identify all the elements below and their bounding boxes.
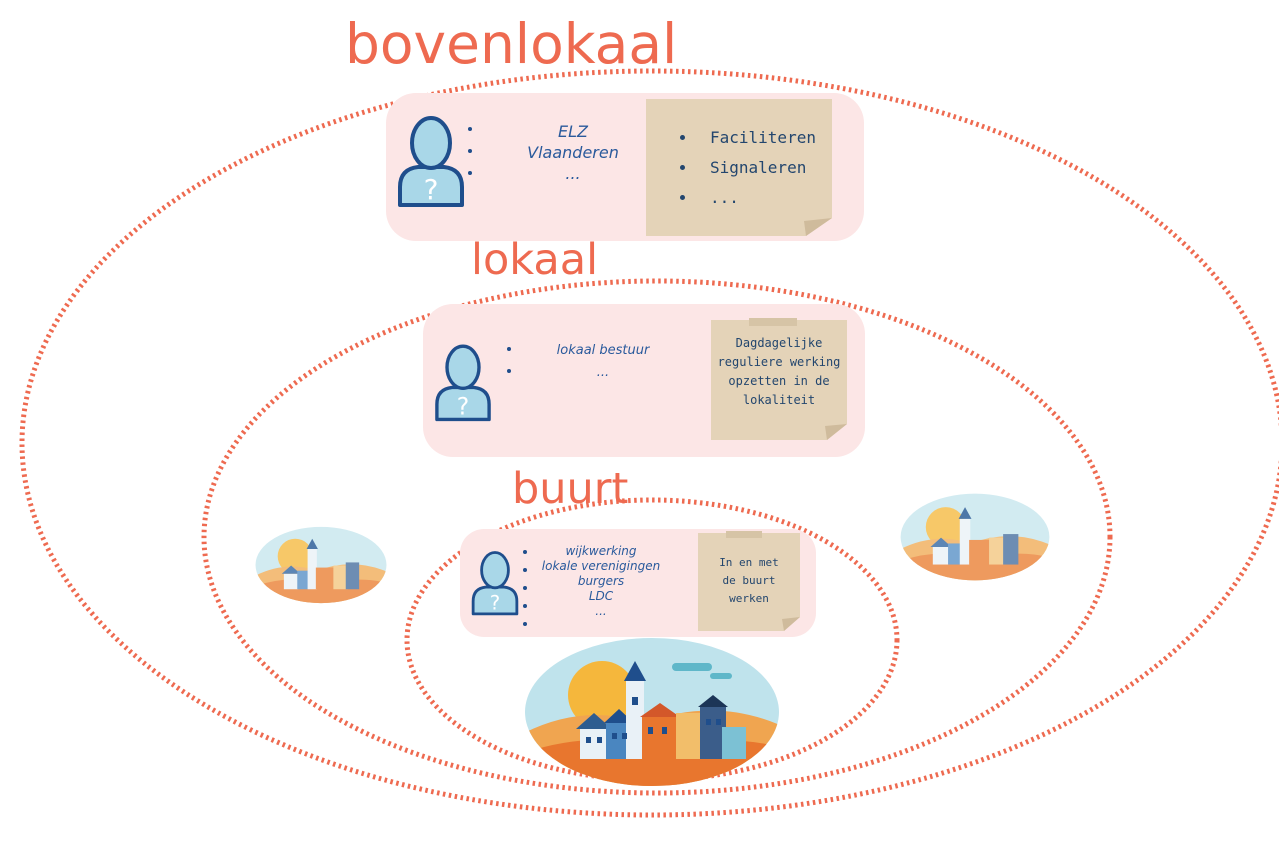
ellipse-lokaal [201, 278, 1113, 796]
panel-lokaal: ? lokaal bestuur ... Dagdagelijke reguli… [423, 304, 865, 457]
actor-item: ... [596, 365, 610, 380]
person-question-icon: ? [471, 551, 519, 616]
actor-item: lokaal bestuur [556, 343, 650, 358]
actor-item: burgers [577, 574, 625, 588]
actor-list: ELZ Vlaanderen ... [498, 121, 648, 184]
task-item: Signaleren [678, 153, 816, 183]
task-line: lokaliteit [742, 393, 816, 407]
village-illustration-left [255, 526, 387, 604]
svg-text:?: ? [424, 173, 439, 206]
level-title-bovenlokaal: bovenlokaal [345, 12, 678, 76]
panel-bovenlokaal: ? ELZ Vlaanderen ... Faciliteren Signale… [386, 93, 864, 241]
actor-item: ... [595, 604, 607, 618]
task-note-text: Dagdagelijke reguliere werking opzetten … [715, 334, 843, 410]
sticky-note [698, 531, 800, 631]
actor-bullets [468, 118, 478, 184]
task-item: ... [678, 183, 816, 213]
actor-item: LDC [588, 589, 614, 603]
task-list: Faciliteren Signaleren ... [678, 123, 816, 213]
actor-bullets [507, 338, 517, 382]
actor-item: wijkwerking [565, 544, 637, 558]
task-line: werken [729, 592, 769, 605]
svg-text:?: ? [457, 392, 470, 420]
actor-item: lokale verenigingen [541, 559, 661, 573]
actor-list: wijkwerking lokale verenigingen burgers … [530, 544, 672, 619]
village-illustration-right [900, 493, 1050, 581]
task-item: Faciliteren [678, 123, 816, 153]
svg-text:?: ? [490, 592, 500, 615]
sticky-note [646, 99, 832, 236]
task-line: opzetten in de [728, 374, 830, 388]
actor-list: lokaal bestuur ... [528, 340, 678, 384]
task-line: In en met [719, 556, 779, 569]
actor-item: ELZ [558, 122, 588, 141]
person-question-icon: ? [398, 116, 464, 207]
sticky-note [711, 318, 847, 440]
village-illustration-large [525, 638, 779, 786]
panel-buurt: ? wijkwerking lokale verenigingen burger… [460, 529, 816, 637]
actor-item: ... [565, 164, 581, 183]
level-title-lokaal: lokaal [471, 235, 599, 285]
actor-item: Vlaanderen [527, 143, 619, 162]
person-question-icon: ? [435, 344, 491, 422]
actor-bullets [523, 543, 531, 633]
task-note-text: In en met de buurt werken [700, 554, 798, 608]
task-line: de buurt [722, 574, 776, 587]
ellipse-bovenlokaal [19, 68, 1279, 818]
task-line: Dagdagelijke [735, 336, 823, 350]
task-line: reguliere werking [717, 355, 841, 369]
level-title-buurt: buurt [512, 464, 629, 514]
